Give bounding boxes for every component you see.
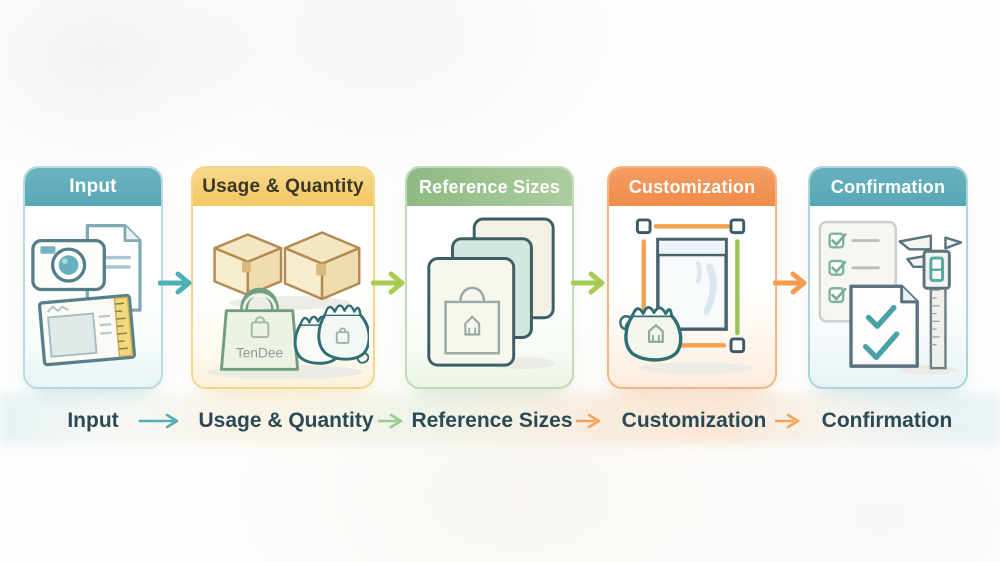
footer-label-usage-quantity: Usage & Quantity [198, 409, 374, 432]
photo-ruler-card-icon [37, 293, 136, 366]
reference-sizes-illustration [426, 217, 555, 369]
footer-label-reference-sizes: Reference Sizes [411, 409, 573, 432]
step-card-confirmation: Confirmation [808, 166, 968, 389]
footer-arrow-icon [774, 413, 800, 429]
step-header-confirmation: Confirmation [810, 168, 966, 206]
bag-brand-text: TenDee [236, 345, 283, 360]
stacked-size-cards-icon [426, 217, 555, 367]
footer-label-input: Input [67, 409, 119, 432]
step-card-usage-quantity: Usage & Quantity [191, 166, 375, 389]
step-card-input: Input [23, 166, 163, 389]
step-arrow-icon [158, 271, 192, 295]
footer-arrow-icon [575, 413, 601, 429]
step-arrow-icon [371, 271, 405, 295]
confirmation-illustration [818, 220, 962, 375]
step-header-input: Input [25, 168, 161, 206]
step-card-customization: Customization [607, 166, 777, 389]
step-header-reference-sizes: Reference Sizes [407, 168, 572, 206]
step-header-usage-quantity: Usage & Quantity [193, 168, 373, 206]
cardboard-box-icon [283, 230, 361, 300]
caliper-icon [898, 233, 962, 369]
poly-bag-icon [656, 237, 728, 331]
bag-logo-icon [250, 315, 270, 338]
drawstring-pouch-icon [317, 303, 369, 364]
step-arrow-icon [571, 271, 605, 295]
selection-handles-icon [635, 217, 746, 353]
customization-illustration [619, 217, 752, 374]
tote-bag-icon: TenDee [219, 287, 300, 371]
approved-document-icon [849, 284, 919, 368]
cardboard-box-icon [213, 232, 283, 296]
input-illustration [31, 223, 142, 366]
footer-wash-band [0, 394, 1000, 444]
usage-quantity-illustration: TenDee [206, 230, 369, 379]
footer-label-customization: Customization [621, 409, 767, 432]
step-arrow-icon [773, 271, 807, 295]
footer-arrow-icon [138, 413, 179, 429]
drawstring-pouch-icon [619, 305, 683, 362]
footer-arrow-icon [377, 413, 403, 429]
camera-icon [31, 238, 106, 291]
footer-label-confirmation: Confirmation [821, 409, 953, 432]
step-card-reference-sizes: Reference Sizes [405, 166, 574, 389]
bag-outline-icon [443, 286, 500, 354]
step-header-customization: Customization [609, 168, 775, 206]
